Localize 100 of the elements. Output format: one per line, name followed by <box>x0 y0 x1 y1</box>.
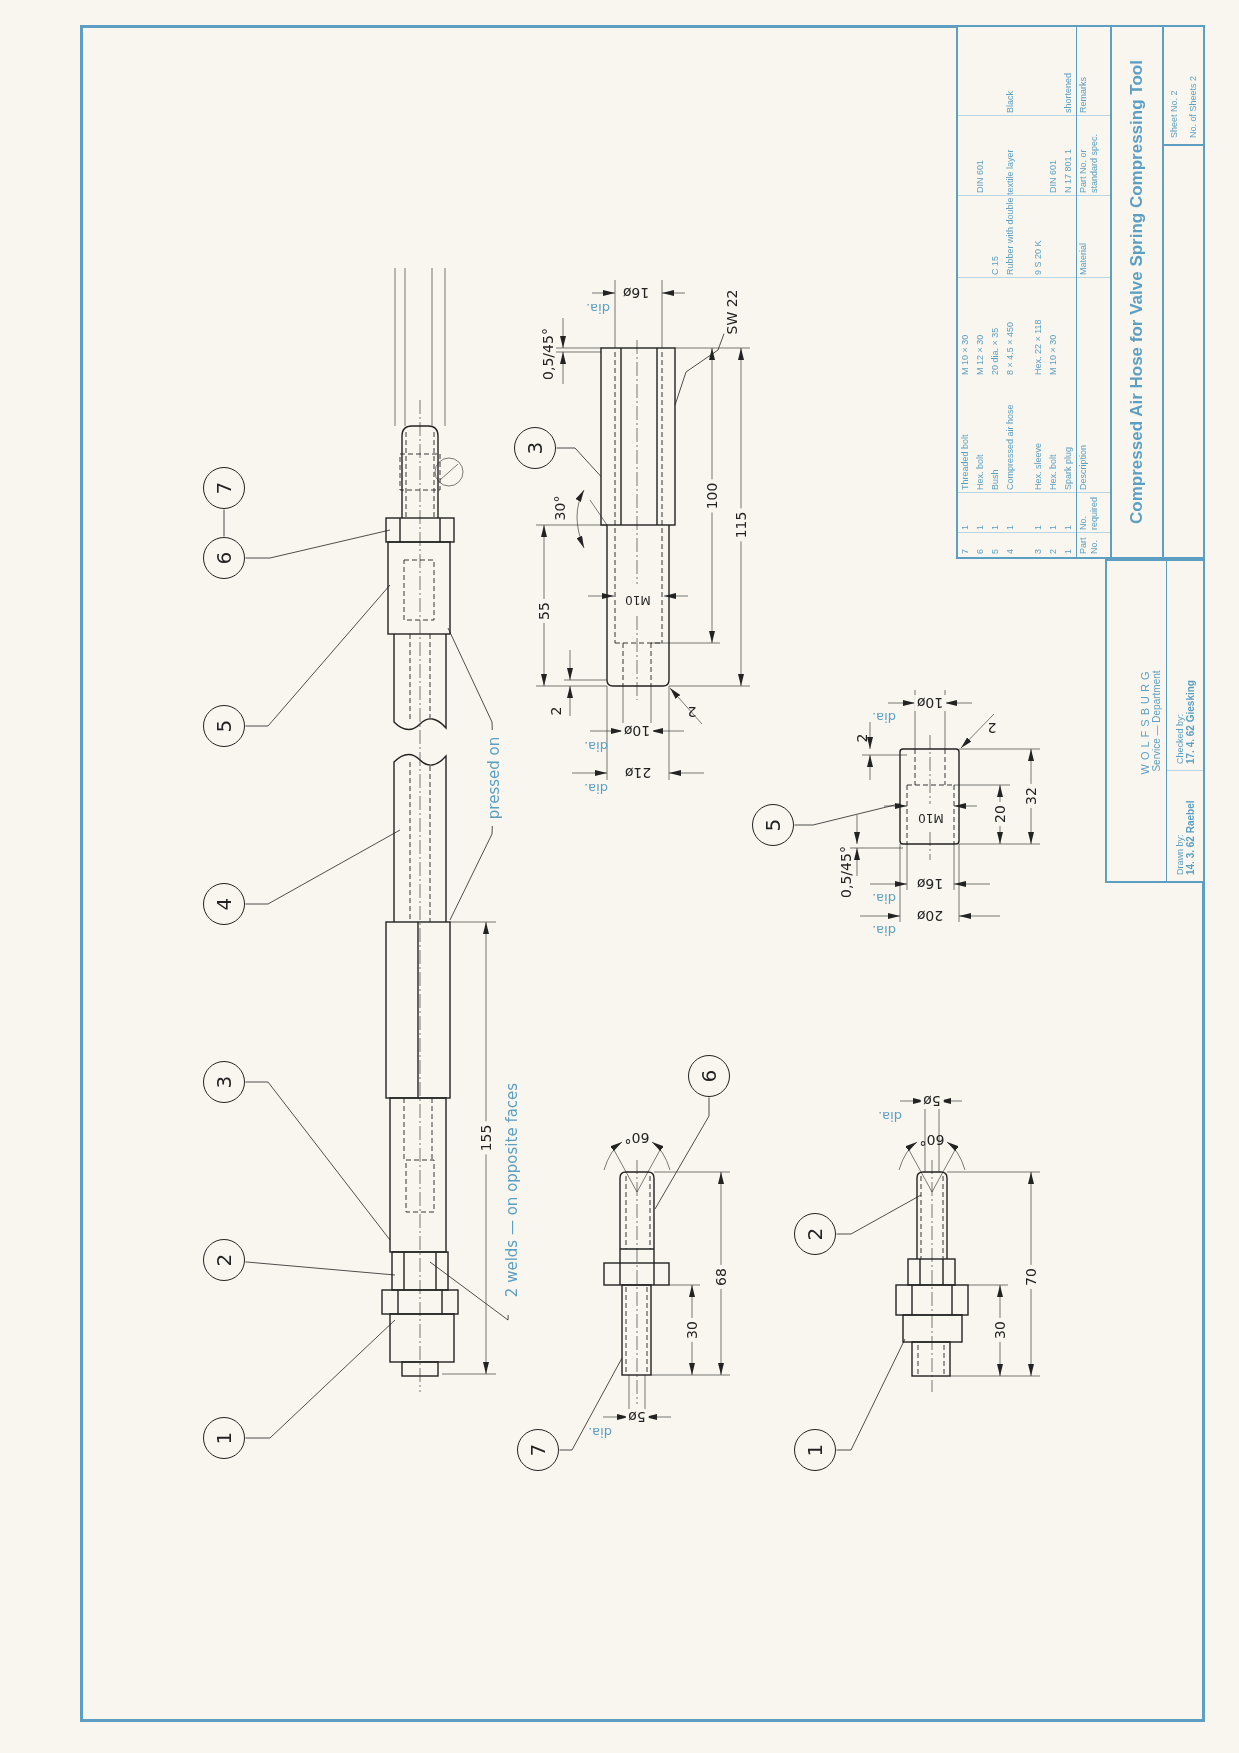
town-name: WOLFSBURG <box>1139 667 1151 775</box>
parts-list-entry: 3 <box>1032 548 1044 556</box>
callout-number: 2 <box>794 1213 836 1255</box>
diameter-note: dia. <box>586 301 610 315</box>
diameter-note: dia. <box>872 923 896 937</box>
diameter-note: dia. <box>584 781 608 795</box>
diameter-note: dia. <box>872 710 896 724</box>
dimension-text: M10 <box>918 812 944 824</box>
leader-line <box>429 1261 509 1321</box>
parts-list-entry: 20 dia. × 35 <box>989 326 1001 377</box>
dimension-text: 10ø <box>620 723 654 739</box>
callout-number: 6 <box>203 537 245 579</box>
leader-line <box>556 447 602 477</box>
leader-line <box>245 829 401 905</box>
parts-list-entry: M 12 × 30 <box>974 333 986 377</box>
parts-list-entry: 1 <box>989 524 1001 532</box>
note-text: 2 welds — on opposite faces <box>504 1082 520 1298</box>
column-heading: No. required <box>1077 495 1100 532</box>
dimension-text: 115 <box>733 508 749 542</box>
dimension-text: 70 <box>1023 1265 1039 1289</box>
parts-list-entry: 9 S 20 K <box>1032 239 1044 277</box>
parts-list-entry: Compressed air hose <box>1004 403 1016 492</box>
leader-line <box>245 1319 396 1439</box>
parts-list-entry: 6 <box>974 548 986 556</box>
dimension-text: 30° <box>553 495 567 521</box>
callout-number: 1 <box>203 1417 245 1459</box>
parts-list-entry: 7 <box>959 548 971 556</box>
parts-list-entry: Black <box>1004 90 1016 115</box>
dimension-text: 100 <box>704 479 720 513</box>
leader-line <box>836 1338 906 1451</box>
leader-line <box>245 529 391 559</box>
parts-list-entry: 1 <box>1062 548 1074 556</box>
parts-list-entry: M 10 × 30 <box>959 333 971 377</box>
parts-list-entry: 2 <box>1047 548 1059 556</box>
dimension-text: 5ø <box>920 1093 944 1109</box>
signature-caption: Checked by: <box>1174 712 1185 764</box>
parts-list-entry: 1 <box>959 524 971 532</box>
callout-number: 1 <box>794 1429 836 1471</box>
leader-line <box>654 1097 710 1210</box>
leader-line <box>449 825 493 921</box>
parts-list-entry: 1 <box>1047 524 1059 532</box>
column-heading: Material <box>1077 242 1089 277</box>
note-text: SW 22 <box>725 289 739 335</box>
leader-line <box>447 627 493 731</box>
parts-list-entry: 1 <box>974 524 986 532</box>
parts-list-entry: 8 × 4.5 × 450 <box>1004 320 1016 377</box>
callout-number: 7 <box>203 467 245 509</box>
parts-list-entry: Hex. sleeve <box>1032 441 1044 492</box>
dimension-text: 2 <box>687 705 697 719</box>
leader-line <box>245 584 391 727</box>
dimension-text: 20 <box>992 802 1008 826</box>
leader-line <box>674 333 725 406</box>
parts-list-entry: 5 <box>989 548 1001 556</box>
dimension-text: 30 <box>992 1318 1008 1342</box>
dimension-text: 55 <box>536 599 552 623</box>
department-name: Service — Department <box>1151 670 1162 772</box>
callout-number: 3 <box>514 427 556 469</box>
dimension-text: 0,5/45° <box>839 846 853 898</box>
parts-list-entry: Rubber with double textile layer <box>1004 148 1016 277</box>
leader-line <box>223 509 225 537</box>
dimension-text: 16ø <box>622 286 650 300</box>
signature-name: 14. 3. 62 Raebel <box>1184 799 1196 875</box>
note-text: pressed on <box>486 736 502 820</box>
dimension-text: 2 <box>855 733 869 743</box>
parts-list-entry: Spark plug <box>1062 445 1074 492</box>
parts-list-entry: Bush <box>989 468 1001 492</box>
column-heading: Description <box>1077 443 1089 492</box>
sheet-number: Sheet No. 2 <box>1168 89 1179 138</box>
drawing-title: Compressed Air Hose for Valve Spring Compressing Tool <box>1127 60 1147 524</box>
parts-list-entry: 1 <box>1004 524 1016 532</box>
parts-list-entry: DIN 601 <box>974 158 986 195</box>
leader-line <box>559 1357 623 1451</box>
parts-list-entry: 1 <box>1062 524 1074 532</box>
parts-list-entry: M 10 × 30 <box>1047 333 1059 377</box>
diameter-note: dia. <box>588 1425 612 1439</box>
callout-number: 4 <box>203 883 245 925</box>
leader-line <box>245 1081 391 1241</box>
column-heading: Remarks <box>1077 76 1089 115</box>
bush-drawing <box>899 748 960 845</box>
callout-number: 3 <box>203 1061 245 1103</box>
dimension-text: 60° <box>624 1131 650 1145</box>
hex-sleeve-drawing <box>600 347 676 687</box>
callout-number: 7 <box>517 1429 559 1471</box>
dimension-text: 2 <box>549 706 563 716</box>
dimension-text: 32 <box>1023 784 1039 808</box>
leader-line <box>836 1194 922 1235</box>
callout-number: 5 <box>752 804 794 846</box>
dimension-text: 155 <box>478 1121 494 1155</box>
dimension-text: 68 <box>713 1265 729 1289</box>
diameter-note: dia. <box>872 891 896 905</box>
callout-number: 6 <box>688 1055 730 1097</box>
leader-line <box>245 1261 396 1276</box>
dimension-text: 10ø <box>913 695 947 711</box>
signature-caption: Drawn by: <box>1174 833 1185 875</box>
parts-list-entry: Hex. bolt <box>1047 453 1059 492</box>
column-heading: Part No. or standard spec. <box>1077 132 1100 195</box>
column-heading: Part No. <box>1077 536 1100 556</box>
diameter-note: dia. <box>584 739 608 753</box>
dimension-text: 0,5/45° <box>541 328 555 380</box>
parts-list-entry: N 17 801 1 <box>1062 147 1074 195</box>
